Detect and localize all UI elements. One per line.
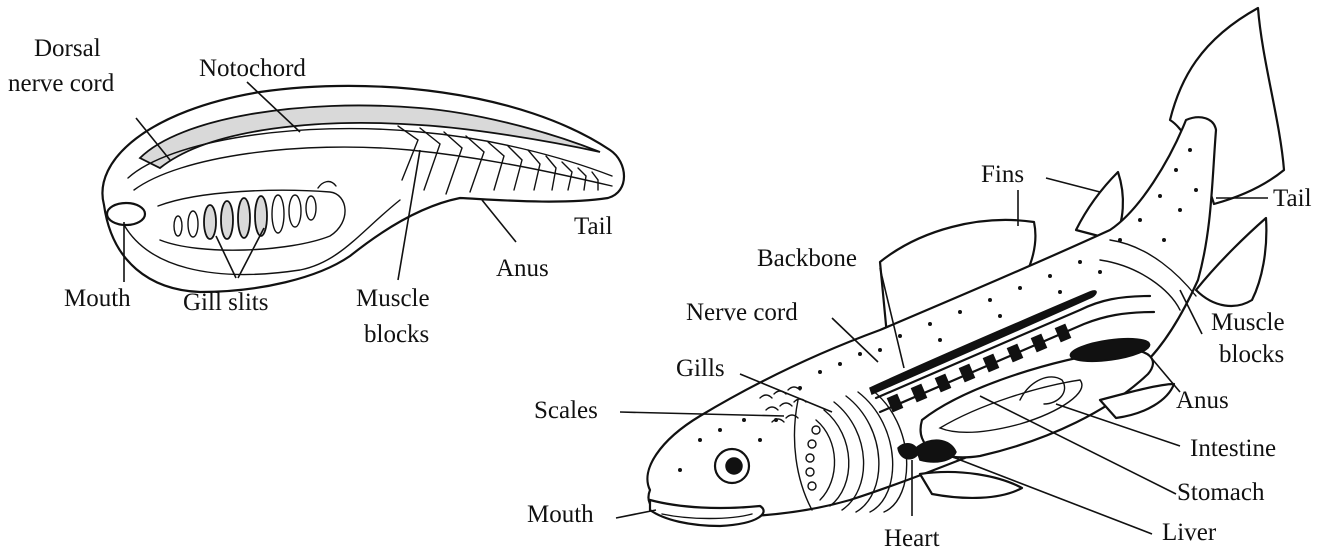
label-fish-stomach: Stomach [1177, 479, 1265, 506]
label-fish-blocks: blocks [1219, 341, 1284, 368]
label-lancelet-muscle: Muscle [356, 285, 430, 312]
fish-eye-pupil [726, 458, 742, 474]
leader-fish-fins-1 [1046, 178, 1100, 192]
label-fish-nerve-cord: Nerve cord [686, 299, 798, 326]
label-fish-muscle: Muscle [1211, 309, 1285, 336]
label-fish-tail: Tail [1273, 185, 1312, 212]
label-fish-heart: Heart [884, 525, 940, 552]
label-fish-gills: Gills [676, 355, 725, 382]
label-fish-liver: Liver [1162, 519, 1217, 546]
fish-pectoral-fin [920, 472, 1022, 498]
leader-fish-mouth [616, 510, 656, 518]
label-lancelet-mouth: Mouth [64, 285, 131, 312]
label-lancelet-dorsal: Dorsal [34, 35, 101, 62]
label-fish-backbone: Backbone [757, 245, 857, 272]
label-lancelet-gill-slits: Gill slits [183, 289, 268, 316]
label-fish-anus: Anus [1176, 387, 1229, 414]
lancelet-mouth-oval [107, 203, 145, 225]
label-lancelet-anus: Anus [496, 255, 549, 282]
label-lancelet-notochord: Notochord [199, 55, 306, 82]
label-fish-scales: Scales [534, 397, 598, 424]
label-lancelet-tail: Tail [574, 213, 613, 240]
label-lancelet-blocks: blocks [364, 321, 429, 348]
fish-liver [916, 440, 956, 462]
label-fish-fins: Fins [981, 161, 1024, 188]
lancelet-drawing: Dorsal nerve cord Notochord Tail Mouth G… [8, 35, 624, 348]
label-fish-intestine: Intestine [1190, 435, 1276, 462]
label-fish-mouth: Mouth [527, 501, 594, 528]
label-lancelet-nerve-cord: nerve cord [8, 70, 115, 97]
leader-lancelet-anus [482, 200, 516, 242]
fish-drawing: Fins Tail Backbone Nerve cord Muscle blo… [527, 8, 1312, 552]
